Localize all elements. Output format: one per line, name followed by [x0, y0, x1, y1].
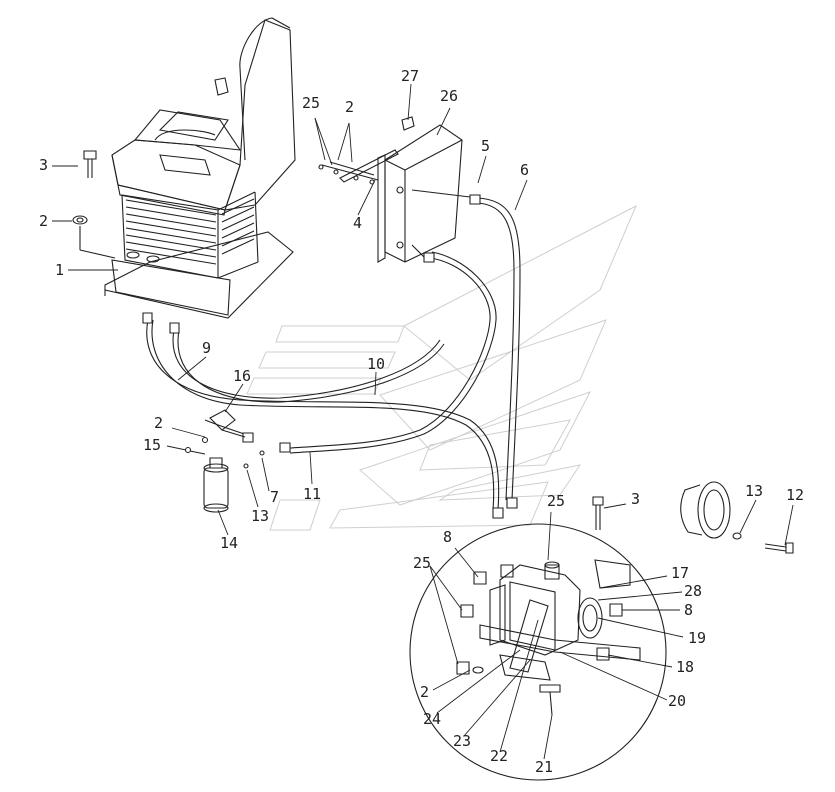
callout-label: 2	[345, 98, 355, 116]
callout-label: 24	[423, 710, 442, 728]
callout-label: 5	[481, 137, 491, 155]
leader-lines	[52, 84, 793, 759]
callout-label: 12	[786, 486, 805, 504]
callout-label: 14	[220, 534, 239, 552]
callout-label: 28	[684, 582, 703, 600]
callout-label: 8	[443, 528, 453, 546]
hoses	[147, 190, 520, 510]
callout-label: 11	[303, 485, 322, 503]
callout-label: 26	[440, 87, 459, 105]
callout-label: 25	[547, 492, 566, 510]
callout-label: 23	[453, 732, 472, 750]
callout-label: 25	[302, 94, 321, 112]
callout-label: 27	[401, 67, 420, 85]
callout-label: 13	[745, 482, 764, 500]
callout-label: 15	[143, 436, 162, 454]
callout-label: 9	[202, 339, 212, 357]
callout-label: 21	[535, 758, 554, 776]
callout-label: 10	[367, 355, 386, 373]
seat-assembly	[105, 18, 295, 318]
filter-and-small-parts	[73, 151, 793, 553]
callout-label: 16	[233, 367, 252, 385]
callout-label: 1	[55, 261, 65, 279]
callout-label: 3	[39, 156, 49, 174]
fittings	[143, 195, 517, 518]
control-box	[319, 117, 462, 262]
callout-label: 19	[688, 629, 707, 647]
pump-detail	[410, 497, 666, 780]
callout-label: 13	[251, 507, 270, 525]
callout-label: 8	[684, 601, 694, 619]
watermark-logo	[247, 206, 636, 530]
callout-label: 20	[668, 692, 687, 710]
callout-label: 25	[413, 554, 432, 572]
callout-label: 2	[39, 212, 49, 230]
callout-label: 17	[671, 564, 690, 582]
callout-label: 2	[420, 683, 430, 701]
callout-label: 6	[520, 161, 530, 179]
callout-label: 2	[154, 414, 164, 432]
callout-label: 18	[676, 658, 695, 676]
callout-label: 4	[353, 214, 363, 232]
callout-label: 7	[270, 488, 280, 506]
callout-label: 22	[490, 747, 509, 765]
callout-label: 3	[631, 490, 641, 508]
